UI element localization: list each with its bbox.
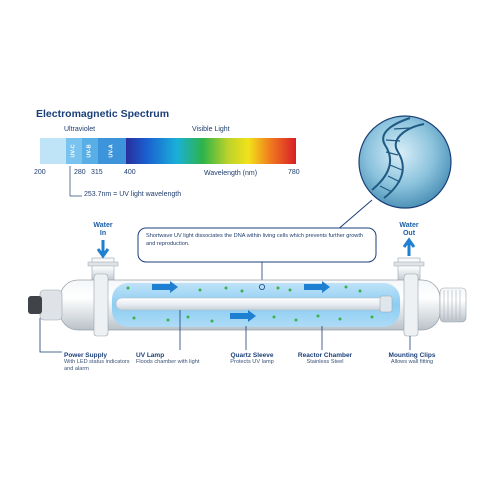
visible-light-label: Visible Light bbox=[192, 126, 230, 133]
tick-280: 280 bbox=[74, 169, 86, 176]
mounting-clip-left bbox=[93, 273, 109, 337]
caption-power-supply: Power Supply With LED status indicators … bbox=[64, 352, 134, 373]
caption-sub: Allows wall fitting bbox=[390, 359, 434, 365]
caption-sub: Stainless Steel bbox=[306, 359, 344, 365]
spectrum-uv-base bbox=[40, 138, 66, 164]
caption-reactor-chamber: Reactor Chamber Stainless Steel bbox=[292, 352, 358, 366]
tick-400: 400 bbox=[124, 169, 136, 176]
water-out-line2: Out bbox=[402, 230, 416, 237]
visible-spectrum-band bbox=[126, 138, 296, 164]
caption-sub: Floods chamber with light bbox=[136, 359, 200, 365]
tick-200: 200 bbox=[34, 169, 46, 176]
dna-magnifier bbox=[358, 115, 452, 209]
water-in-label: Water In bbox=[88, 222, 118, 238]
mounting-clip-right bbox=[403, 273, 419, 337]
spectrum-title: Electromagnetic Spectrum bbox=[36, 108, 170, 120]
caption-sub: With LED status indicators and alarm bbox=[64, 359, 130, 372]
power-end-cap bbox=[39, 289, 63, 321]
uv-c-label: UV-C bbox=[70, 144, 77, 158]
uv-wavelength-note: 253.7nm = UV light wavelength bbox=[84, 191, 182, 198]
dna-helix-icon bbox=[371, 117, 425, 199]
water-in-line2: In bbox=[99, 230, 107, 237]
caption-title: Power Supply bbox=[64, 352, 107, 359]
water-in-line1: Water bbox=[93, 222, 113, 229]
uv-b-label-wrap: UV-B bbox=[82, 138, 98, 164]
caption-title: Reactor Chamber bbox=[297, 352, 353, 359]
caption-uv-lamp: UV Lamp Floods chamber with light bbox=[136, 352, 226, 366]
uv-b-label: UV-B bbox=[86, 144, 93, 158]
callout-box bbox=[137, 227, 377, 263]
caption-mounting-clips: Mounting Clips Allows wall fitting bbox=[380, 352, 444, 366]
wavelength-axis-label: Wavelength (nm) bbox=[204, 170, 258, 177]
ultraviolet-label: Ultraviolet bbox=[64, 126, 96, 133]
water-in-arrow bbox=[96, 240, 110, 259]
dna-note-text: Shortwave UV light dissociates the DNA w… bbox=[146, 233, 364, 247]
tick-780: 780 bbox=[288, 169, 300, 176]
caption-quartz-sleeve: Quartz Sleeve Protects UV lamp bbox=[222, 352, 282, 366]
caption-title: Quartz Sleeve bbox=[230, 352, 274, 359]
uv-b-band bbox=[82, 138, 98, 164]
outlet-end-cap bbox=[439, 287, 467, 323]
tick-315: 315 bbox=[91, 169, 103, 176]
caption-title: Mounting Clips bbox=[388, 352, 436, 359]
uv-a-band bbox=[98, 138, 126, 164]
water-out-label: Water Out bbox=[394, 222, 424, 238]
uv-c-band bbox=[66, 138, 82, 164]
water-out-line1: Water bbox=[399, 222, 419, 229]
uv-c-label-wrap: UV-C bbox=[66, 138, 82, 164]
uv-a-label-wrap: UV-A bbox=[98, 138, 126, 164]
uv-a-label: UV-A bbox=[108, 144, 115, 158]
water-out-arrow bbox=[402, 237, 416, 256]
uv-lamp-tube bbox=[115, 297, 387, 311]
caption-title: UV Lamp bbox=[136, 352, 165, 359]
caption-sub: Protects UV lamp bbox=[230, 359, 274, 365]
